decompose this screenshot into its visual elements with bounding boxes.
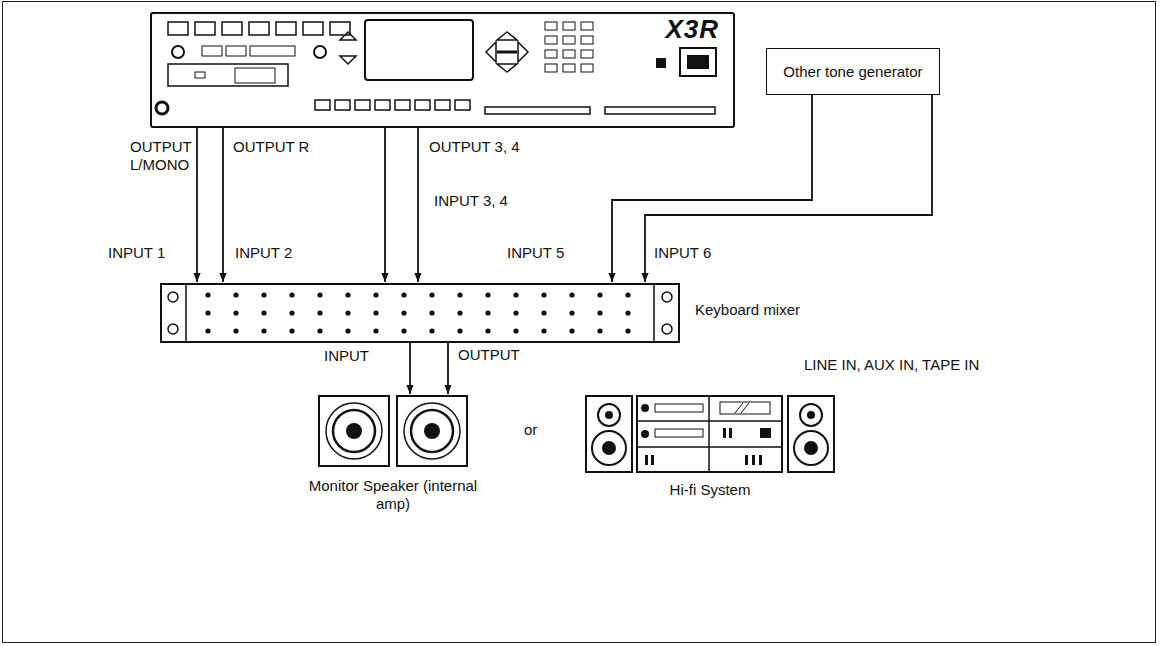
connector-label: OUTPUT L/MONO — [128, 138, 192, 174]
node-label: Other tone generator — [783, 63, 922, 81]
rack-mixer-illustration — [160, 283, 680, 343]
node-label: Monitor Speaker (internal amp) — [298, 477, 488, 513]
port-label: LINE IN, AUX IN, TAPE IN — [802, 356, 981, 374]
port-label: INPUT 3, 4 — [432, 192, 510, 210]
node-label: X3R — [665, 15, 719, 43]
connector-label: OUTPUT 3, 4 — [427, 138, 522, 156]
tone-module-illustration — [150, 12, 735, 128]
tone-module: X3R — [150, 12, 735, 128]
speaker-pair-illustration — [318, 395, 468, 467]
port-label: INPUT 5 — [505, 244, 566, 262]
signal-connector — [417, 128, 419, 282]
signal-connector — [447, 343, 449, 394]
keyboard-mixer: Keyboard mixer — [160, 283, 680, 343]
port-label: or — [522, 421, 539, 439]
tone-generator-box: Other tone generator — [766, 48, 940, 95]
port-label: INPUT 6 — [652, 244, 713, 262]
signal-connector — [384, 128, 386, 282]
hifi-system: Hi-fi System — [585, 395, 835, 505]
port-label: INPUT 2 — [233, 244, 294, 262]
connector-label: OUTPUT — [456, 346, 522, 364]
signal-connector — [196, 128, 198, 282]
hifi-system-illustration — [585, 395, 835, 473]
port-label: INPUT — [322, 347, 371, 365]
port-label: INPUT 1 — [106, 244, 167, 262]
connector-label: OUTPUT R — [231, 138, 311, 156]
node-label: Keyboard mixer — [695, 301, 800, 319]
signal-connector — [409, 343, 411, 394]
monitor-speaker: Monitor Speaker (internal amp) — [298, 395, 488, 515]
signal-connector — [222, 128, 224, 282]
node-label: Hi-fi System — [585, 481, 835, 499]
